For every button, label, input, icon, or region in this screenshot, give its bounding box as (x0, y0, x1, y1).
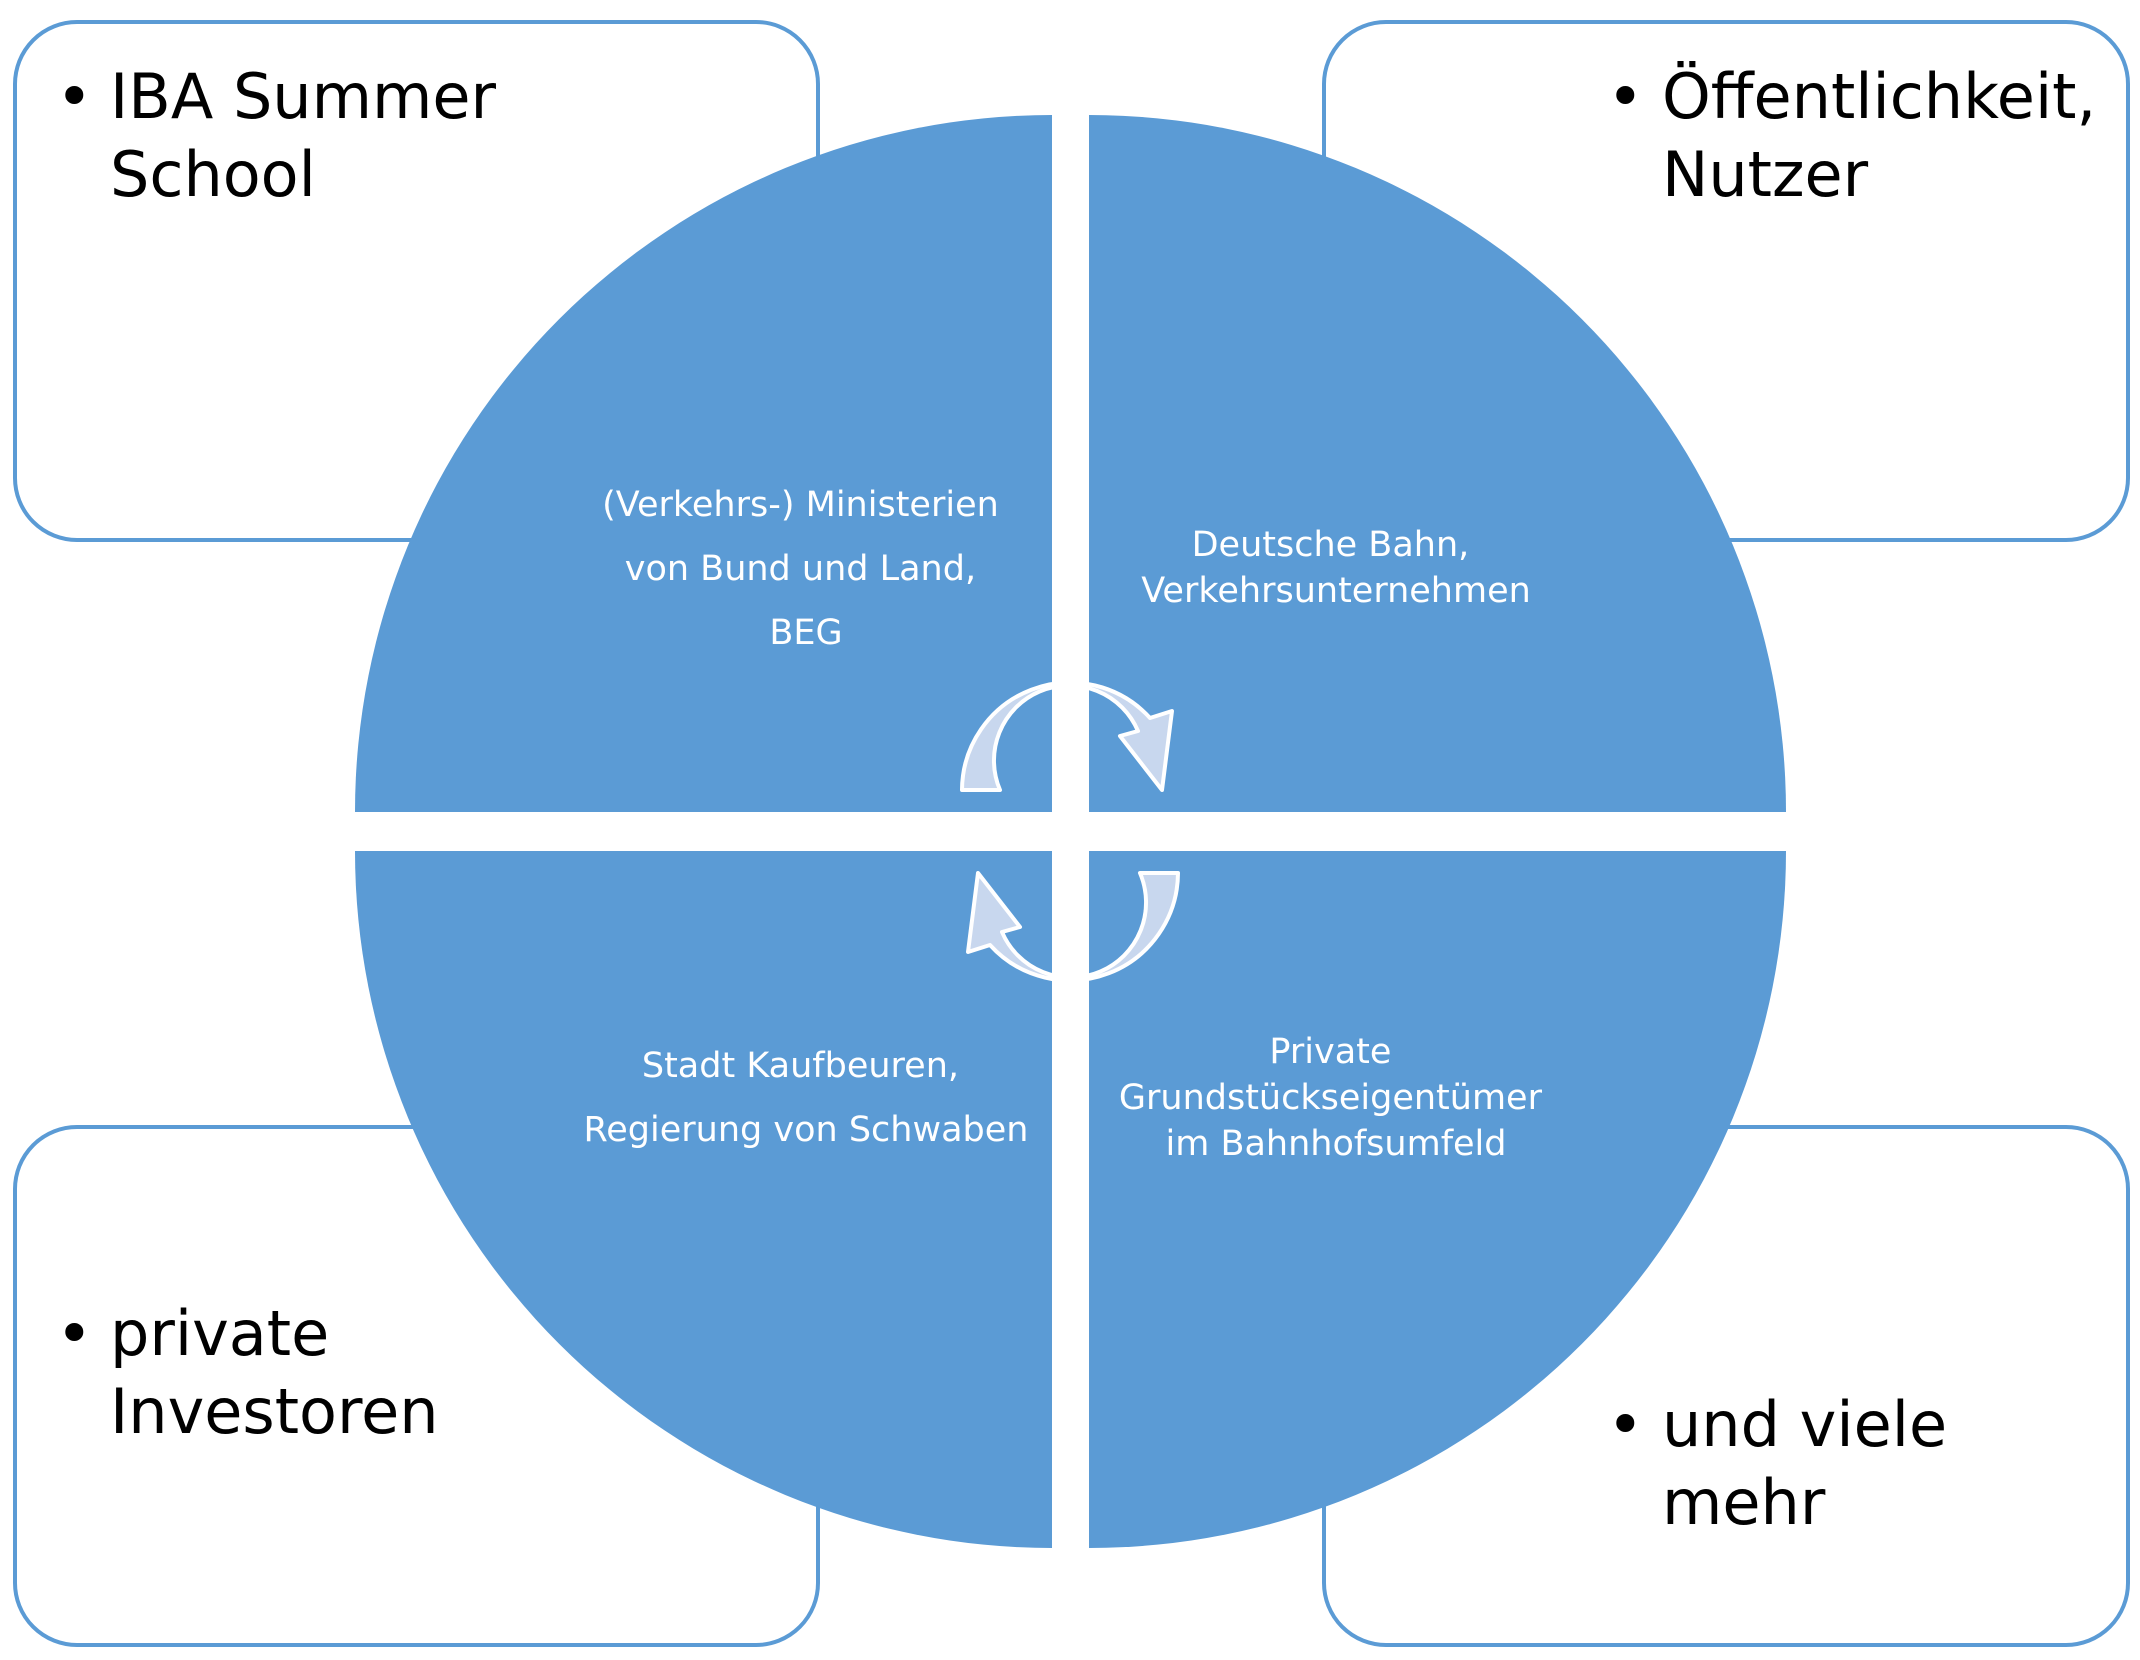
quadrant-bottom-right-label: Private Grundstückseigentümer im Bahnhof… (1119, 1032, 1553, 1164)
corner-top-left-bullet: • (56, 60, 93, 133)
quadrant-bottom-right-line: im Bahnhofsumfeld (1166, 1124, 1507, 1164)
corner-bottom-right-label: und viele mehr (1662, 1388, 1967, 1539)
corner-top-right-line: Nutzer (1662, 138, 1869, 211)
corner-top-right-label: Öffentlichkeit, Nutzer (1662, 60, 2116, 211)
quadrant-bottom-right-line: Private (1269, 1032, 1391, 1072)
corner-bottom-left-line: private (110, 1297, 329, 1370)
corner-bottom-right-bullet: • (1607, 1388, 1644, 1461)
corner-bottom-left-bullet: • (56, 1297, 93, 1370)
cycle-arrow-bottom-icon (966, 871, 1180, 983)
cycle-arrow-top-icon (960, 680, 1174, 792)
quadrant-top-left-line: von Bund und Land, (625, 549, 976, 589)
quadrant-bottom-left (355, 851, 1052, 1548)
corner-top-left-line: IBA Summer (110, 60, 497, 133)
quadrant-bottom-right-line: Grundstückseigentümer (1119, 1078, 1543, 1118)
quadrant-top-right-label: Deutsche Bahn, Verkehrsunternehmen (1141, 525, 1531, 611)
corner-top-left-line: School (110, 138, 316, 211)
quadrant-bottom-left-label: Stadt Kaufbeuren, Regierung von Schwaben (584, 1046, 1029, 1150)
quadrant-bottom-left-line: Stadt Kaufbeuren, (642, 1046, 959, 1086)
corner-bottom-right-line: mehr (1662, 1466, 1826, 1539)
quadrant-top-left (355, 115, 1052, 812)
quadrant-top-right-line: Verkehrsunternehmen (1141, 571, 1531, 611)
quadrant-top-left-line: BEG (769, 613, 842, 653)
corner-top-right-bullet: • (1607, 60, 1644, 133)
quadrant-top-left-label: (Verkehrs-) Ministerien von Bund und Lan… (602, 485, 1010, 653)
corner-bottom-left-line: Investoren (110, 1375, 439, 1448)
corner-bottom-left-label: private Investoren (110, 1297, 439, 1448)
corner-top-left-label: IBA Summer School (110, 60, 516, 211)
corner-bottom-right-line: und viele (1662, 1388, 1947, 1461)
corner-top-right-line: Öffentlichkeit, (1662, 60, 2096, 133)
quadrant-bottom-right (1089, 851, 1786, 1548)
quadrant-top-right (1089, 115, 1786, 812)
quadrant-top-left-line: (Verkehrs-) Ministerien (602, 485, 999, 525)
quadrant-top-right-line: Deutsche Bahn, (1192, 525, 1470, 565)
quadrant-bottom-left-line: Regierung von Schwaben (584, 1110, 1029, 1150)
